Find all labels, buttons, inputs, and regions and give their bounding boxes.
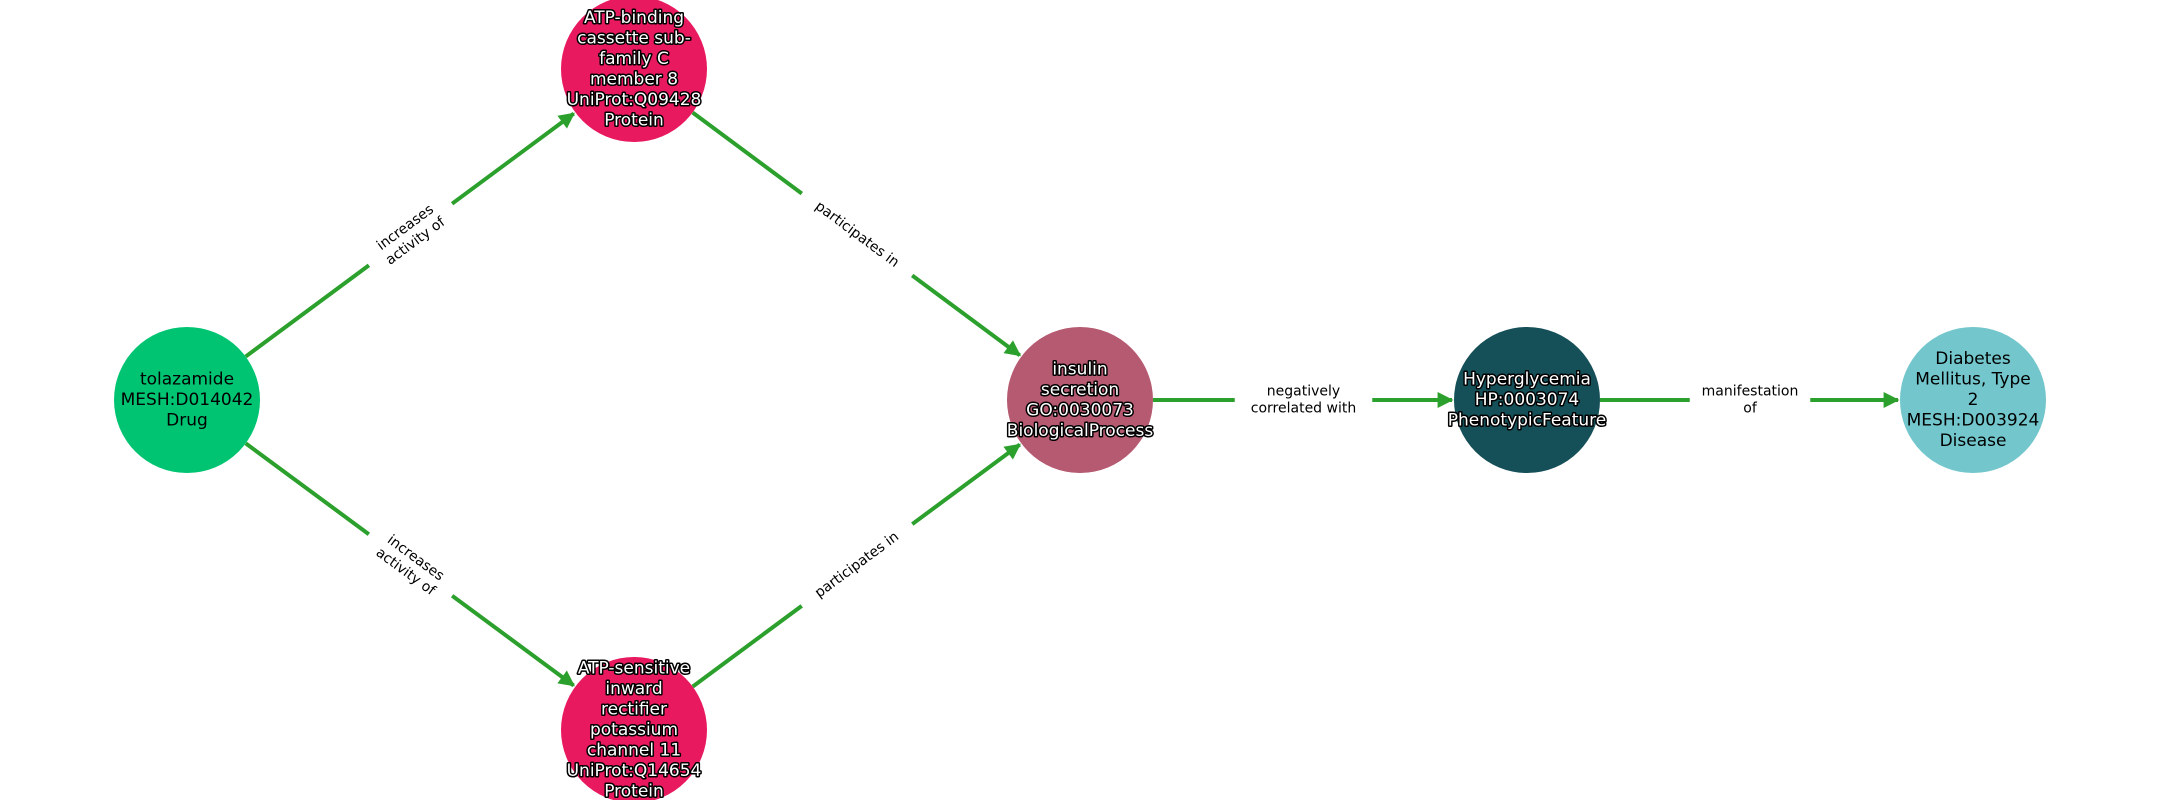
edge-label-text: manifestation: [1702, 384, 1799, 400]
node-circle[interactable]: [1454, 327, 1600, 473]
node-label: Drug: [166, 411, 208, 431]
node-label: PhenotypicFeature: [1448, 411, 1607, 431]
node-label: 2: [1968, 390, 1979, 410]
edge-label-background: [1234, 380, 1373, 420]
node-insulin[interactable]: insulinsecretionGO:0030073BiologicalProc…: [1005, 327, 1155, 473]
node-label: Hyperglycemia: [1463, 370, 1591, 390]
node-label: channel 11: [587, 741, 681, 761]
node-circle[interactable]: [1900, 327, 2046, 473]
node-label: secretion: [1041, 380, 1119, 400]
node-label: GO:0030073: [1026, 400, 1134, 420]
node-label: family C: [599, 49, 669, 69]
node-kcnj11[interactable]: ATP-sensitiveinwardrectifierpotassiumcha…: [561, 657, 707, 800]
edge-label-background: [1689, 380, 1811, 420]
node-circle[interactable]: [561, 657, 707, 800]
node-label: ATP-sensitive: [578, 659, 690, 679]
node-label: insulin: [1052, 359, 1107, 379]
edge-label-text: participates in: [812, 529, 902, 601]
node-label: MESH:D014042: [121, 390, 254, 410]
node-label: Mellitus, Type: [1915, 370, 2030, 390]
node-circle[interactable]: [561, 0, 707, 142]
node-label: ATP-binding: [584, 8, 684, 28]
node-label: tolazamide: [140, 370, 234, 390]
edge-label: participates in: [795, 515, 919, 615]
node-label: HP:0003074: [1475, 390, 1579, 410]
node-label: BiologicalProcess: [1007, 421, 1154, 441]
node-label: Protein: [604, 110, 664, 130]
edge-label-background: [795, 184, 919, 285]
node-circle[interactable]: [114, 327, 260, 473]
edge-label-background: [795, 515, 919, 615]
node-label: MESH:D003924: [1907, 411, 2040, 431]
node-circle[interactable]: [1007, 327, 1153, 473]
edge-label-text: of: [1743, 401, 1758, 417]
edge-label-text: correlated with: [1251, 401, 1356, 417]
node-label: Protein: [604, 782, 664, 800]
node-label: UniProt:Q14654: [567, 761, 702, 781]
node-label: cassette sub-: [577, 28, 691, 48]
node-label: Diabetes: [1935, 349, 2011, 369]
edge-label-text: participates in: [812, 198, 902, 271]
edge-label-text: negatively: [1267, 384, 1340, 400]
node-label: UniProt:Q09428: [567, 90, 702, 110]
node-label: Disease: [1940, 431, 2007, 451]
edge-label-background: [357, 187, 464, 282]
node-label: member 8: [590, 69, 678, 89]
edge-label-background: [356, 518, 465, 612]
node-label: rectifier: [601, 700, 667, 720]
node-label: potassium: [590, 720, 678, 740]
node-label: inward: [605, 679, 662, 699]
edge-label: participates in: [795, 184, 919, 285]
